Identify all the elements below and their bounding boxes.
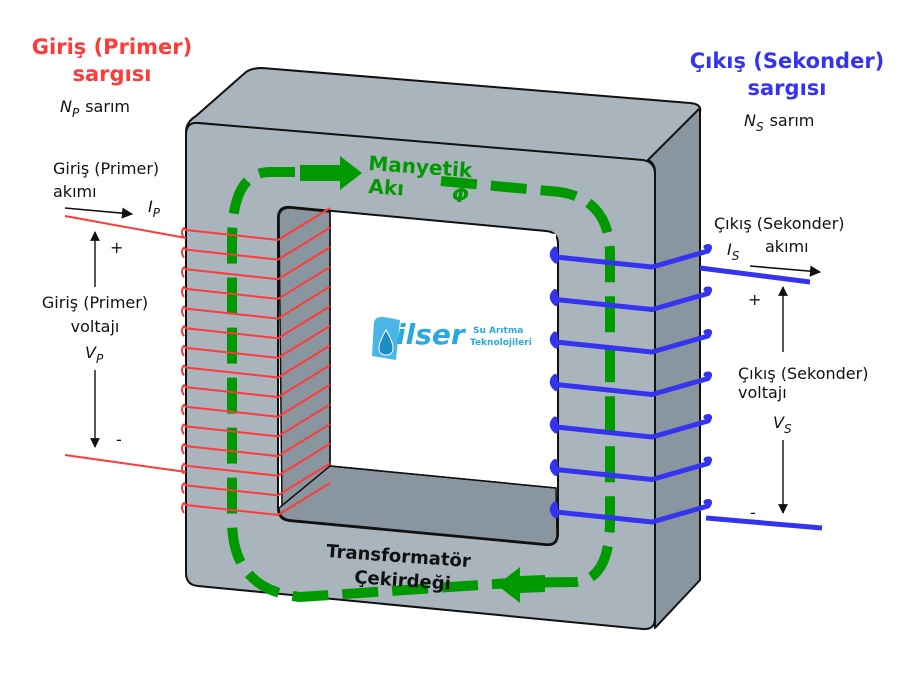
core-front-face	[185, 121, 656, 631]
primary-voltage-symbol: VP	[85, 343, 104, 366]
secondary-current-arrow-icon	[749, 265, 822, 277]
primary-minus-sign: -	[116, 430, 122, 449]
primary-winding-turn	[181, 246, 331, 281]
secondary-current-label-line1: Çıkış (Sekonder)	[714, 214, 844, 233]
secondary-turns-symbol: N	[744, 111, 756, 130]
secondary-winding-turn	[549, 244, 713, 270]
water-drop-icon	[378, 329, 394, 356]
primary-winding-turn	[181, 207, 331, 241]
secondary-winding-turn	[549, 371, 713, 397]
secondary-title-line2: sargısı	[748, 76, 827, 100]
primary-winding-turn	[181, 462, 331, 497]
secondary-winding-turn	[549, 329, 713, 355]
logo-tagline-line1: Su Arıtma	[473, 326, 523, 336]
secondary-turns-subscript: S	[756, 120, 764, 134]
primary-current-label-line2: akımı	[53, 182, 97, 201]
secondary-voltage-label-line2: voltajı	[738, 383, 787, 402]
primary-turns-subscript: P	[72, 106, 80, 120]
secondary-title-line1: Çıkış (Sekonder)	[690, 49, 885, 73]
primary-winding-turn	[181, 482, 331, 516]
primary-voltage-label-line2: voltajı	[71, 317, 120, 336]
secondary-winding-turn	[549, 414, 713, 440]
primary-title-line1: Giriş (Primer)	[32, 35, 192, 59]
watermark-logo: ilser Su Arıtma Teknolojileri	[372, 316, 532, 360]
transformer-core	[185, 67, 702, 631]
secondary-winding	[549, 244, 823, 531]
magnetic-flux-path	[227, 156, 615, 603]
logo-brand: ilser	[396, 318, 467, 351]
core-window-hole	[330, 212, 556, 488]
secondary-plus-sign: +	[748, 290, 761, 309]
secondary-lead-bottom	[705, 515, 823, 531]
flux-arrow-top-icon	[300, 156, 362, 190]
primary-current-label-line1: Giriş (Primer)	[53, 159, 159, 178]
primary-lead-bottom	[64, 454, 187, 473]
primary-winding-turn	[181, 325, 331, 359]
primary-winding-turn	[181, 423, 331, 458]
primary-turns-word: sarım	[85, 97, 130, 116]
primary-winding-turn	[181, 403, 331, 438]
secondary-minus-sign: -	[750, 503, 756, 522]
primary-winding	[64, 207, 331, 516]
primary-plus-sign: +	[110, 238, 123, 257]
primary-current-symbol: IP	[148, 197, 161, 220]
flux-arrow-bottom-icon	[497, 567, 545, 603]
primary-winding-turn	[181, 383, 331, 418]
flux-symbol: Φ	[452, 183, 469, 207]
secondary-voltage-label-line1: Çıkış (Sekonder)	[738, 364, 868, 383]
primary-winding-turn	[181, 305, 331, 340]
primary-winding-turn	[181, 266, 331, 300]
primary-winding-turn	[181, 344, 331, 379]
secondary-voltage-symbol: VS	[773, 413, 792, 436]
logo-tagline-line2: Teknolojileri	[470, 338, 532, 348]
secondary-current-symbol: IS	[727, 240, 740, 263]
flux-dashed-loop	[227, 167, 615, 603]
primary-lead-top	[64, 215, 187, 239]
secondary-winding-turn	[549, 499, 713, 525]
primary-voltage-label-line1: Giriş (Primer)	[42, 293, 148, 312]
primary-winding-turn	[181, 442, 331, 477]
primary-winding-turn	[181, 364, 331, 399]
secondary-winding-turn	[549, 286, 713, 312]
primary-current-arrow-icon	[64, 207, 134, 219]
flux-label-line2: Akı	[368, 174, 405, 200]
primary-turns-symbol: N	[60, 97, 72, 116]
primary-winding-turn	[181, 226, 331, 261]
secondary-turns-word: sarım	[770, 111, 815, 130]
secondary-winding-turn	[549, 456, 713, 482]
secondary-current-label-line2: akımı	[765, 237, 809, 256]
primary-title-line2: sargısı	[73, 62, 152, 86]
secondary-lead-top	[699, 265, 811, 285]
primary-winding-turn	[181, 285, 331, 320]
